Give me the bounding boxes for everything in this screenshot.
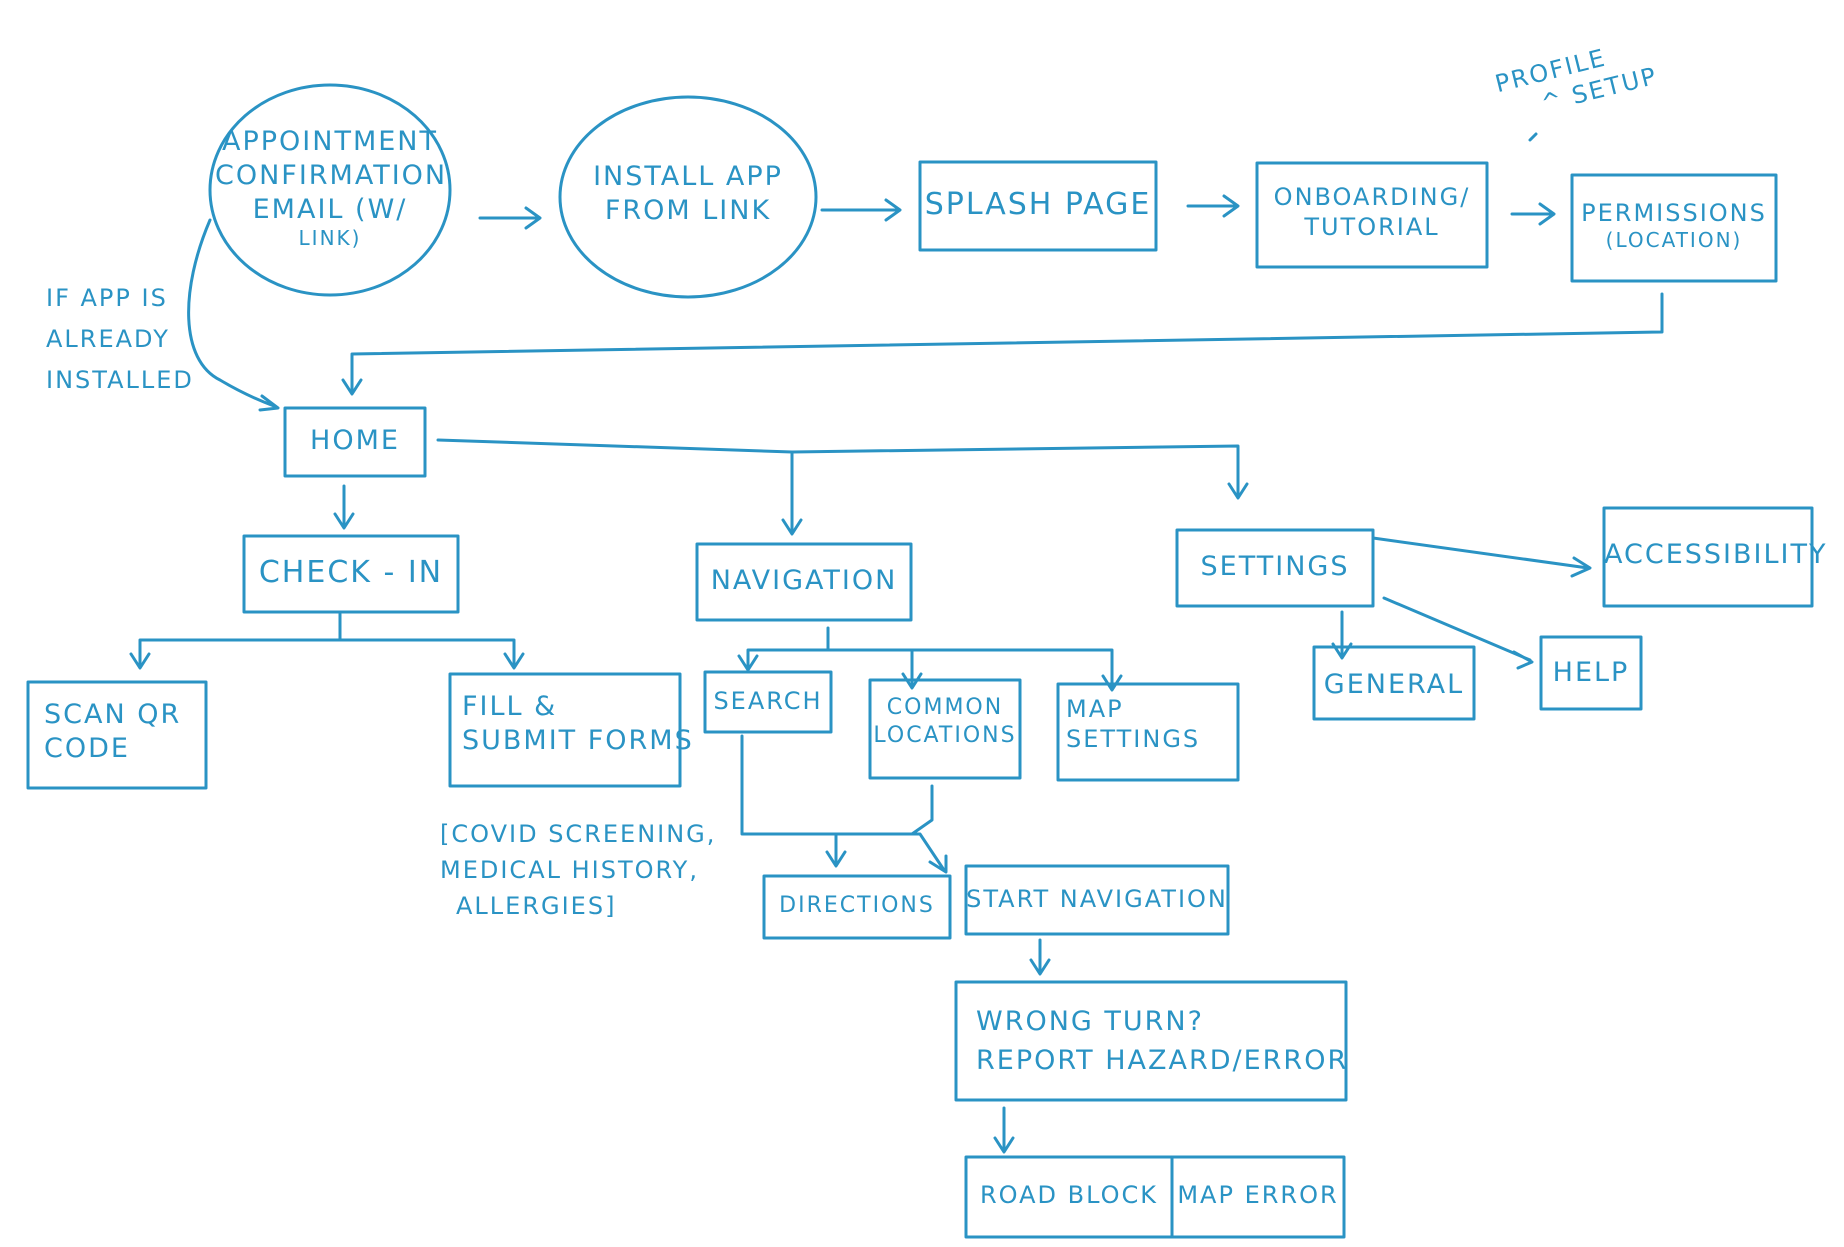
node-appointment-line-1: Appointment bbox=[222, 126, 438, 157]
checkin-split bbox=[129, 612, 525, 670]
node-common-locations: Common Locations bbox=[870, 694, 1020, 749]
node-permissions: Permissions (Location) bbox=[1572, 198, 1776, 253]
onboarding-to-permissions bbox=[1510, 202, 1556, 226]
onboarding-shape bbox=[1255, 161, 1489, 269]
node-appointment-line-4: link) bbox=[298, 226, 362, 251]
install-to-splash bbox=[820, 198, 902, 222]
profile-to-permissions bbox=[1528, 132, 1538, 142]
node-scan-qr-line-2: Code bbox=[44, 732, 130, 764]
node-common-locations-line-1: Common bbox=[886, 695, 1004, 720]
node-home: Home bbox=[310, 425, 400, 456]
search-to-start bbox=[740, 734, 948, 874]
general-shape bbox=[1312, 645, 1476, 721]
node-permissions-line-2: (Location) bbox=[1605, 228, 1743, 252]
node-search: Search bbox=[713, 687, 823, 715]
search-shape bbox=[703, 670, 833, 734]
splash-to-onboarding bbox=[1186, 194, 1240, 218]
navigation-shape bbox=[695, 542, 913, 622]
settings-shape bbox=[1175, 528, 1375, 608]
node-install-line-1: Install App bbox=[593, 161, 783, 192]
node-accessibility: Accessibility bbox=[1604, 539, 1828, 570]
appt-to-home-curve bbox=[187, 218, 280, 412]
help-shape bbox=[1539, 635, 1643, 711]
permissions-shape bbox=[1570, 173, 1778, 283]
wrongturn-to-roadblock bbox=[993, 1106, 1015, 1154]
node-forms-note-line-3: Allergies] bbox=[456, 892, 617, 920]
accessibility-shape bbox=[1602, 506, 1814, 608]
wrong-turn-shape bbox=[954, 980, 1348, 1102]
node-fill-forms: Fill & Submit Forms bbox=[462, 690, 694, 758]
home-to-settings bbox=[790, 444, 1249, 500]
node-wrong-turn-line-1: Wrong Turn? bbox=[976, 1006, 1204, 1037]
node-map-error: Map Error bbox=[1177, 1181, 1339, 1209]
navigation-split bbox=[737, 626, 1123, 692]
node-directions: Directions bbox=[779, 893, 935, 918]
node-start-navigation: Start Navigation bbox=[966, 885, 1228, 913]
appt-to-install bbox=[478, 206, 542, 230]
node-forms-note: [Covid Screening, Medical History, Aller… bbox=[440, 816, 717, 924]
node-if-installed-line-2: Already bbox=[46, 324, 170, 353]
node-map-settings-line-2: Settings bbox=[1066, 725, 1201, 753]
node-checkin: Check - In bbox=[258, 555, 444, 590]
map-settings-shape bbox=[1056, 682, 1240, 782]
settings-to-general bbox=[1331, 610, 1353, 660]
node-if-installed: If App Is Already Installed bbox=[46, 278, 206, 400]
node-help: Help bbox=[1552, 657, 1630, 688]
node-appointment-line-2: Confirmation bbox=[215, 159, 448, 191]
node-install-line-2: From Link bbox=[604, 194, 772, 226]
common-locations-shape bbox=[868, 678, 1022, 780]
node-common-locations-line-2: Locations bbox=[873, 722, 1017, 748]
node-road-block: Road Block bbox=[979, 1181, 1159, 1209]
node-navigation: Navigation bbox=[710, 565, 898, 596]
home-to-navigation bbox=[436, 438, 803, 536]
node-onboarding-line-2: Tutorial bbox=[1304, 213, 1440, 241]
scan-qr-shape bbox=[26, 680, 208, 790]
node-scan-qr-line-1: Scan QR bbox=[44, 699, 182, 730]
node-permissions-line-1: Permissions bbox=[1581, 199, 1767, 227]
permissions-to-home bbox=[341, 292, 1664, 396]
start-to-wrongturn bbox=[1029, 938, 1051, 976]
common-to-start bbox=[825, 784, 934, 868]
node-appointment: Appointment Confirmation Email (w/ link) bbox=[215, 125, 445, 251]
node-fill-forms-line-1: Fill & bbox=[462, 691, 558, 722]
node-appointment-line-3: Email (w/ bbox=[252, 193, 408, 225]
node-settings: Settings bbox=[1200, 551, 1350, 582]
splash-shape bbox=[918, 160, 1158, 252]
node-onboarding-line-1: Onboarding/ bbox=[1273, 183, 1471, 211]
settings-to-accessibility bbox=[1371, 536, 1592, 578]
node-install: Install App From Link bbox=[575, 160, 801, 228]
node-if-installed-line-1: If App Is bbox=[46, 284, 168, 312]
node-forms-note-line-1: [Covid Screening, bbox=[440, 820, 717, 848]
node-onboarding: Onboarding/ Tutorial bbox=[1257, 182, 1487, 242]
checkin-shape bbox=[242, 534, 460, 614]
node-wrong-turn-line-2: Report Hazard/Error bbox=[976, 1045, 1349, 1077]
node-general: General bbox=[1323, 669, 1465, 700]
node-fill-forms-line-2: Submit Forms bbox=[462, 724, 694, 756]
home-to-checkin bbox=[333, 484, 355, 530]
directions-shape bbox=[762, 874, 952, 940]
node-forms-note-line-2: Medical History, bbox=[440, 856, 699, 884]
node-map-settings-line-1: Map bbox=[1066, 695, 1124, 723]
node-scan-qr: Scan QR Code bbox=[44, 698, 204, 766]
node-if-installed-line-3: Installed bbox=[46, 365, 194, 394]
start-navigation-shape bbox=[964, 864, 1230, 936]
fill-forms-shape bbox=[448, 672, 682, 788]
appointment-shape bbox=[208, 83, 452, 297]
map-error-shape bbox=[1170, 1155, 1346, 1239]
install-shape bbox=[558, 95, 818, 299]
home-shape bbox=[283, 406, 427, 478]
node-splash: Splash Page bbox=[924, 187, 1152, 222]
node-map-settings: Map Settings bbox=[1066, 694, 1236, 754]
settings-to-help bbox=[1382, 596, 1534, 670]
node-wrong-turn: Wrong Turn? Report Hazard/Error bbox=[976, 1002, 1346, 1080]
